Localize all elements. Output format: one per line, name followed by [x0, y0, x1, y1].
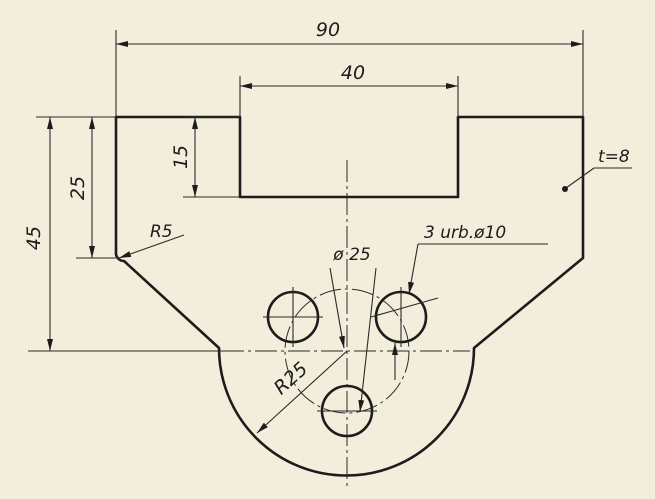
- dim-25-label: 25: [67, 176, 89, 200]
- part-outline: [114, 115, 585, 477]
- dim-90-label: 90: [316, 19, 340, 41]
- r5-label: R5: [150, 222, 173, 242]
- hole-right-center-h: [370, 297, 439, 318]
- thickness-leader: [565, 167, 595, 189]
- dim-15-label: 15: [170, 145, 192, 169]
- r25-label: R25: [270, 358, 313, 399]
- holes-leader-a: [408, 243, 419, 295]
- holes-note-label: 3 urb.ø10: [424, 223, 506, 243]
- dim-45-label: 45: [23, 226, 45, 250]
- bolt-dia-leader-a: [329, 267, 345, 349]
- bolt-circle: [284, 288, 410, 414]
- r25-leader: [256, 350, 348, 434]
- bolt-circle-label: ø 25: [332, 245, 370, 265]
- r5-leader: [118, 234, 185, 259]
- thickness-label: t=8: [598, 147, 630, 167]
- thickness-dot: [562, 186, 568, 192]
- dim-40-label: 40: [341, 62, 365, 84]
- bolt-dia-leader-b: [358, 267, 377, 413]
